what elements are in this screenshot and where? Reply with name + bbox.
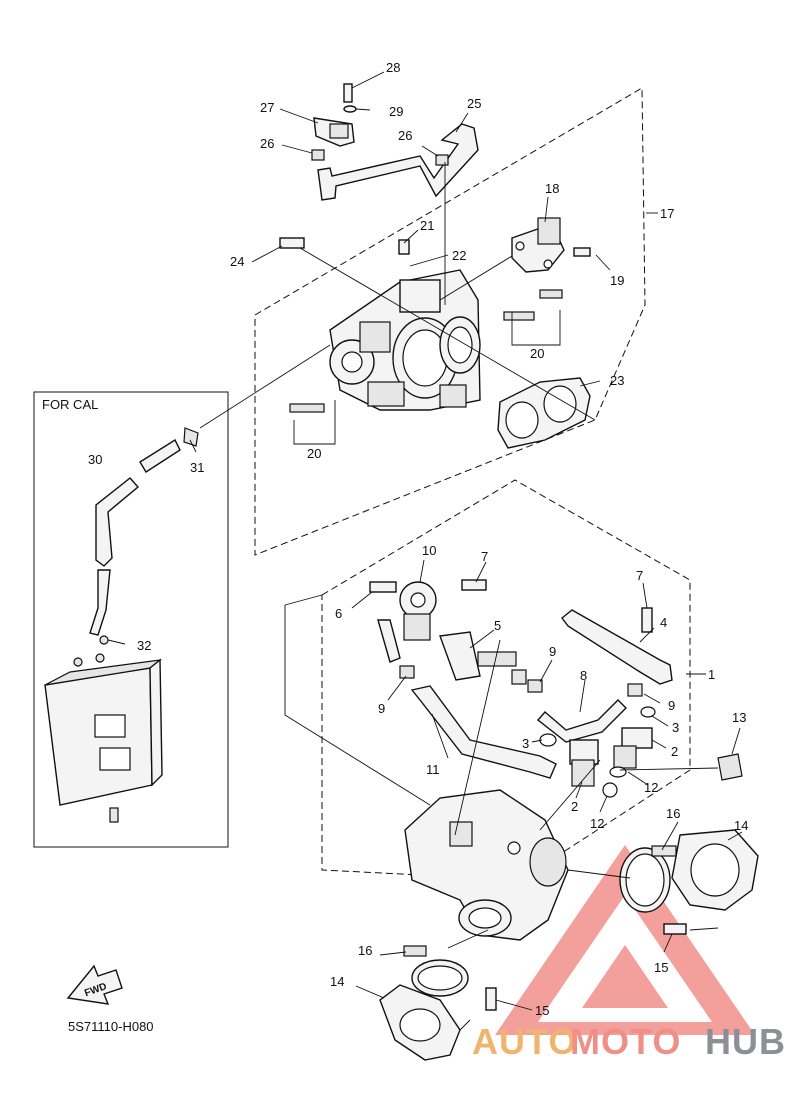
callout-13: 13 [732,710,746,725]
callout-6: 6 [335,606,342,621]
callout-12b: 12 [590,816,604,831]
o-ring-3-right [640,706,656,718]
injector-2-right [613,727,653,769]
screw-19 [573,247,591,257]
callout-14b: 14 [330,974,344,989]
callout-10: 10 [422,543,436,558]
intake-manifold [404,789,569,941]
hose-25 [317,123,479,201]
throttle-position-sensor-18 [511,217,565,273]
callout-24: 24 [230,254,244,269]
hose-11 [410,685,557,779]
throttle-body [329,269,481,411]
callout-19: 19 [610,273,624,288]
callout-14a: 14 [734,818,748,833]
callout-5: 5 [494,618,501,633]
bolt-15-bottom [485,987,497,1011]
seal-12-left [602,782,618,798]
callout-labels: 1 2 2 3 3 4 5 6 7 7 8 9 9 9 10 11 12 12 … [88,60,748,1018]
clip-26-left [311,149,325,161]
bolt-15-right [663,923,687,935]
for-cal-label: FOR CAL [42,397,98,412]
callout-20a: 20 [530,346,544,361]
callout-16b: 16 [358,943,372,958]
clip-13 [717,753,743,781]
callout-25: 25 [467,96,481,111]
bolt-7-right [641,607,653,633]
hose-30 [95,477,140,567]
callout-15b: 15 [535,1003,549,1018]
callout-7b: 7 [636,568,643,583]
bolt-7-left [461,579,487,591]
joint-14-right [671,829,759,911]
callout-3a: 3 [672,720,679,735]
callout-22: 22 [452,248,466,263]
seal-12-right [609,766,627,778]
hose-8 [536,699,627,743]
bolt-24 [279,237,305,249]
fuel-rail-4 [561,609,673,685]
callout-9b: 9 [378,701,385,716]
callout-4: 4 [660,615,667,630]
callout-8: 8 [580,668,587,683]
callout-18: 18 [545,181,559,196]
intake-assembly-outline [321,479,691,881]
callout-29: 29 [389,104,403,119]
callout-3b: 3 [522,736,529,751]
svg-text:AUTO: AUTO [472,1021,577,1062]
joint-14-bottom [379,984,461,1061]
callout-12a: 12 [644,780,658,795]
pressure-sensor-27 [313,117,355,147]
bolt-6 [369,581,397,593]
bolt-28 [343,83,353,103]
gasket-23 [497,377,591,449]
injector-2-left [569,739,599,787]
fwd-arrow-icon: FWD [66,964,123,1005]
callout-9a: 9 [549,644,556,659]
callout-28: 28 [386,60,400,75]
callout-17: 17 [660,206,674,221]
cap-21 [398,239,410,255]
pressure-regulator-10 [377,581,437,663]
for-cal-inset-box [33,391,229,848]
clamp-16-bottom [403,945,469,997]
callout-1: 1 [708,667,715,682]
svg-text:HUB: HUB [705,1021,786,1062]
callout-15a: 15 [654,960,668,975]
watermark-triangle [495,845,755,1035]
clip-9-a [399,665,415,679]
injector-holder-5 [439,631,527,685]
clip-9-b [527,679,543,693]
callout-20b: 20 [307,446,321,461]
callout-11: 11 [426,762,440,777]
callout-30: 30 [88,452,102,467]
callout-26b: 26 [398,128,412,143]
callout-31: 31 [190,460,204,475]
callout-27: 27 [260,100,274,115]
o-ring-3-left [539,733,557,747]
callout-2b: 2 [571,799,578,814]
washer-29 [343,105,357,113]
callout-16a: 16 [666,806,680,821]
clamp-16-right [619,845,677,913]
callout-32: 32 [137,638,151,653]
watermark-text: AUTO MOTO HUB [472,1021,786,1062]
svg-text:MOTO: MOTO [570,1021,681,1062]
callout-2a: 2 [671,744,678,759]
charcoal-canister [44,653,163,823]
clip-26-right [435,154,449,166]
leader-lines [107,71,743,1031]
diagram-code: 5S71110-H080 [68,1019,154,1034]
callout-26a: 26 [260,136,274,151]
throttle-body-assembly-outline [254,87,646,556]
callout-21: 21 [420,218,434,233]
clip-9-c [627,683,643,697]
callout-23: 23 [610,373,624,388]
callout-9c: 9 [668,698,675,713]
callout-7a: 7 [481,549,488,564]
